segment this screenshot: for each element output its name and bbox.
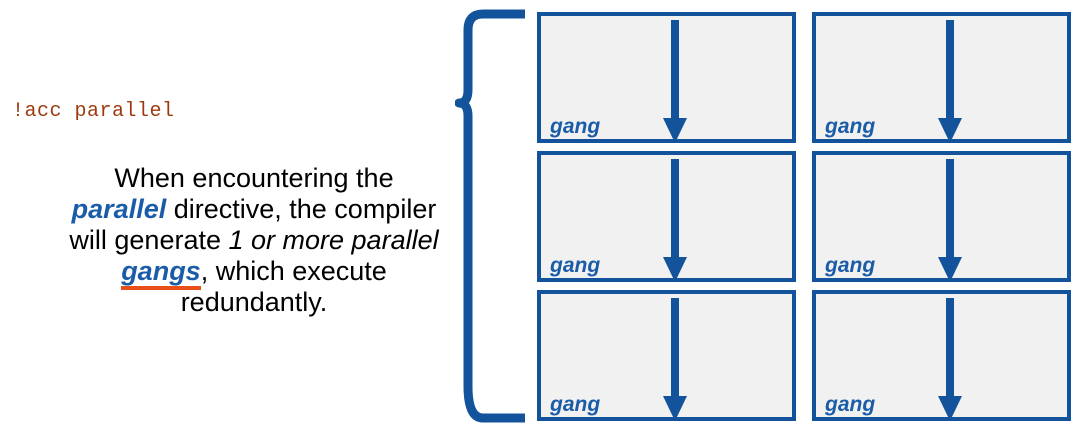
emphasis-phrase: 1 or more parallel (228, 225, 439, 255)
keyword-gangs: gangs (121, 256, 201, 290)
down-arrow-icon (937, 298, 962, 421)
gang-box[interactable]: gang (537, 290, 796, 421)
down-arrow-icon (937, 159, 962, 282)
keyword-parallel: parallel (71, 194, 167, 224)
left-curly-brace (454, 0, 535, 432)
left-curly-brace-icon (454, 9, 525, 423)
down-arrow-icon (662, 20, 687, 143)
down-arrow-icon (662, 159, 687, 282)
gang-box[interactable]: gang (812, 12, 1071, 143)
left-text-panel: !acc parallel When encountering the para… (0, 0, 455, 432)
directive-code-text: !acc parallel (12, 100, 175, 123)
gang-label: gang (825, 393, 876, 416)
gang-label: gang (550, 254, 601, 277)
gang-label: gang (550, 393, 601, 416)
gang-label: gang (825, 254, 876, 277)
gang-box[interactable]: gang (812, 290, 1071, 421)
description-paragraph: When encountering the parallel directive… (68, 163, 440, 318)
down-arrow-icon (937, 20, 962, 143)
description-segment-4: , which execute redundantly. (180, 256, 387, 317)
description-segment-2: directive, the compiler will generate (69, 194, 437, 255)
gang-label: gang (550, 115, 601, 138)
gang-grid: gang gang gang gang gang (537, 12, 1071, 422)
description-segment-1: When encountering the (114, 163, 394, 193)
down-arrow-icon (662, 298, 687, 421)
gang-box[interactable]: gang (537, 12, 796, 143)
gang-box[interactable]: gang (812, 151, 1071, 282)
gang-label: gang (825, 115, 876, 138)
gang-box[interactable]: gang (537, 151, 796, 282)
